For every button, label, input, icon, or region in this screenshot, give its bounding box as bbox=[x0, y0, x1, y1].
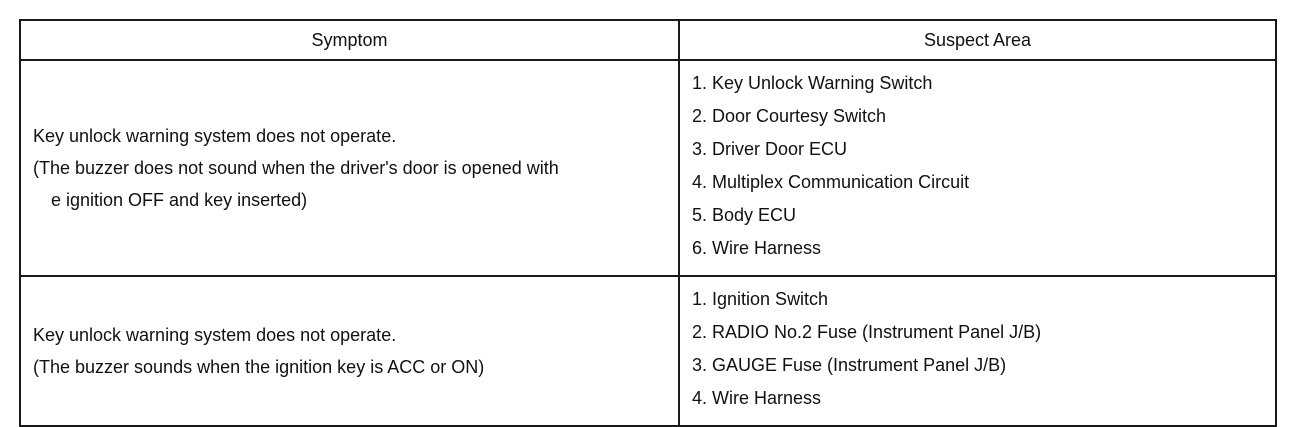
suspect-area-column-header: Suspect Area bbox=[678, 19, 1277, 61]
list-item: 3. GAUGE Fuse (Instrument Panel J/B) bbox=[692, 355, 1007, 375]
list-item: 1. Key Unlock Warning Switch bbox=[692, 73, 933, 93]
troubleshooting-table: Symptom Suspect Area Key unlock warning … bbox=[19, 19, 1277, 427]
list-item: 4. Wire Harness bbox=[692, 388, 822, 408]
table-row: Key unlock warning system does not opera… bbox=[19, 275, 1277, 427]
symptom-cell: Key unlock warning system does not opera… bbox=[19, 275, 680, 427]
list-item: 2. Door Courtesy Switch bbox=[692, 106, 887, 126]
symptom-line: (The buzzer does not sound when the driv… bbox=[33, 158, 559, 178]
list-item: 2. RADIO No.2 Fuse (Instrument Panel J/B… bbox=[692, 322, 1042, 342]
table-row: Key unlock warning system does not opera… bbox=[19, 59, 1277, 277]
suspect-area-cell: 1. Ignition Switch 2. RADIO No.2 Fuse (I… bbox=[678, 275, 1277, 427]
list-item: 3. Driver Door ECU bbox=[692, 139, 848, 159]
symptom-line: Key unlock warning system does not opera… bbox=[33, 325, 397, 345]
symptom-column-header: Symptom bbox=[19, 19, 680, 61]
suspect-area-list: 1. Key Unlock Warning Switch 2. Door Cou… bbox=[692, 67, 1275, 265]
suspect-area-cell: 1. Key Unlock Warning Switch 2. Door Cou… bbox=[678, 59, 1277, 277]
symptom-line: (The buzzer sounds when the ignition key… bbox=[33, 357, 485, 377]
symptom-line: Key unlock warning system does not opera… bbox=[33, 126, 397, 146]
symptom-line: e ignition OFF and key inserted) bbox=[51, 190, 308, 210]
symptom-cell: Key unlock warning system does not opera… bbox=[19, 59, 680, 277]
suspect-area-list: 1. Ignition Switch 2. RADIO No.2 Fuse (I… bbox=[692, 283, 1275, 415]
list-item: 6. Wire Harness bbox=[692, 238, 822, 258]
list-item: 4. Multiplex Communication Circuit bbox=[692, 172, 970, 192]
table-header-row: Symptom Suspect Area bbox=[19, 19, 1277, 61]
list-item: 5. Body ECU bbox=[692, 205, 797, 225]
list-item: 1. Ignition Switch bbox=[692, 289, 829, 309]
